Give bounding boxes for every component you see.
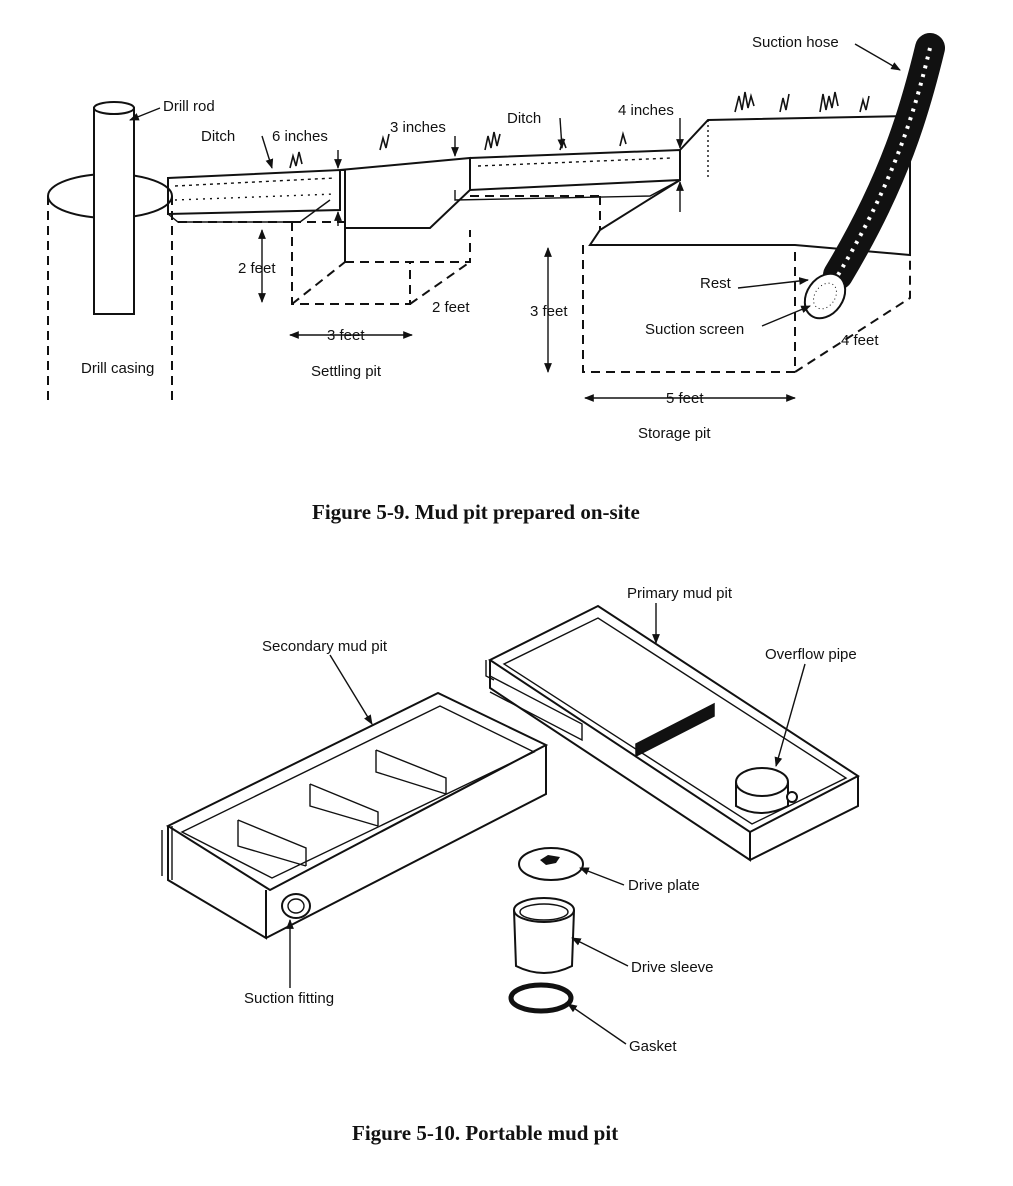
gasket-label: Gasket <box>629 1038 677 1055</box>
drill-casing-drawing <box>47 101 173 400</box>
suction-screen-label: Suction screen <box>645 321 744 338</box>
grass-texture <box>289 91 870 169</box>
drive-sleeve-drawing <box>513 897 575 974</box>
figure-5-9-drawing: Drill rod Drill casing Ditch 6 inches 3 … <box>47 33 945 524</box>
drill-rod-label: Drill rod <box>163 98 215 115</box>
leader-lines-5-10 <box>286 603 806 1045</box>
four-inches-label: 4 inches <box>618 102 674 119</box>
three-feet-width-label: 3 feet <box>327 327 365 344</box>
storage-pit-label: Storage pit <box>638 425 711 442</box>
four-feet-label: 4 feet <box>841 332 879 349</box>
ditch-2-drawing <box>454 148 681 201</box>
dimension-lines <box>258 118 796 402</box>
ditch-1-drawing <box>167 168 341 223</box>
six-inches-label: 6 inches <box>272 128 328 145</box>
two-feet-depth-label: 2 feet <box>238 260 276 277</box>
three-inches-label: 3 inches <box>390 119 446 136</box>
suction-hose-label: Suction hose <box>752 34 839 51</box>
two-feet-length-label: 2 feet <box>432 299 470 316</box>
rest-label: Rest <box>700 275 732 292</box>
figure-5-10-caption: Figure 5-10. Portable mud pit <box>352 1121 618 1145</box>
ditch-1-label: Ditch <box>201 128 235 145</box>
secondary-mud-pit-label: Secondary mud pit <box>262 638 388 655</box>
primary-mud-pit-label: Primary mud pit <box>627 585 733 602</box>
three-feet-depth-label: 3 feet <box>530 303 568 320</box>
secondary-mud-pit-drawing <box>161 691 549 940</box>
suction-hose-drawing <box>803 33 945 320</box>
figure-5-10-drawing: Primary mud pit Secondary mud pit Overfl… <box>161 585 860 1145</box>
ditch-2-label: Ditch <box>507 110 541 127</box>
gasket-drawing <box>508 982 574 1014</box>
overflow-pipe-label: Overflow pipe <box>765 646 857 663</box>
drill-casing-label: Drill casing <box>81 360 154 377</box>
drive-sleeve-label: Drive sleeve <box>631 959 714 976</box>
settling-pit-drawing <box>178 156 471 305</box>
figure-5-9-caption: Figure 5-9. Mud pit prepared on-site <box>312 500 640 524</box>
settling-pit-label: Settling pit <box>311 363 382 380</box>
drive-plate-drawing <box>518 847 584 881</box>
primary-mud-pit-drawing <box>485 604 860 862</box>
suction-fitting-label: Suction fitting <box>244 990 334 1007</box>
leader-lines-5-9 <box>129 43 901 327</box>
five-feet-label: 5 feet <box>666 390 704 407</box>
drive-plate-label: Drive plate <box>628 877 700 894</box>
